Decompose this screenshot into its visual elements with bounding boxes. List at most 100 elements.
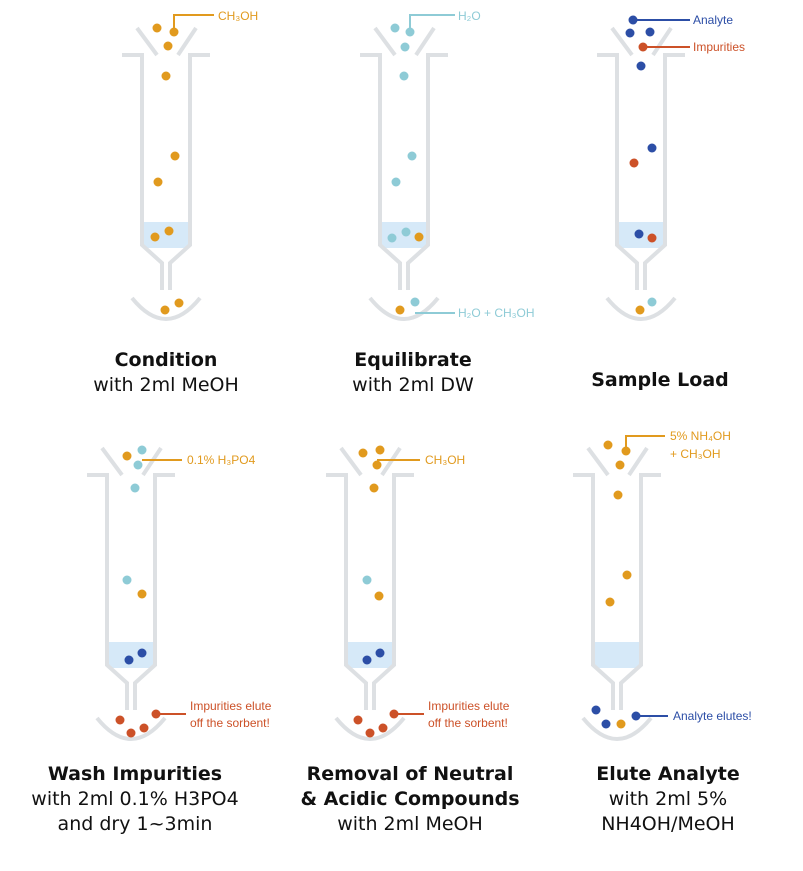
molecule-dot (647, 297, 657, 307)
collection-vessel (368, 296, 440, 321)
molecule-dot (153, 177, 163, 187)
molecule-dot (122, 575, 132, 585)
molecule-dot (387, 233, 397, 243)
molecule-dot (407, 151, 417, 161)
cartridge-tube (87, 473, 175, 710)
molecule-dot (591, 705, 601, 715)
molecule-dot (137, 445, 147, 455)
callout-label: Analyte (693, 13, 733, 27)
funnel (135, 26, 198, 57)
molecule-dot (160, 305, 170, 315)
molecule-dot (374, 591, 384, 601)
molecule-dot (362, 575, 372, 585)
molecule-dot (601, 719, 611, 729)
molecule-dot (164, 226, 174, 236)
leader-line (409, 14, 455, 32)
molecule-dot (375, 445, 385, 455)
molecule-dot (369, 483, 379, 493)
molecule-dot (170, 151, 180, 161)
funnel (586, 446, 649, 477)
molecule-dot (133, 460, 143, 470)
molecule-dot (152, 23, 162, 33)
caption-sample-load: Sample Load (591, 369, 729, 391)
molecule-dot (365, 728, 375, 738)
molecule-dot (362, 655, 372, 665)
leader-line (625, 435, 665, 451)
callout-label: H₂O (458, 9, 481, 23)
cartridge-tube (573, 473, 661, 710)
molecule-dot (399, 71, 409, 81)
molecule-dot (622, 570, 632, 580)
molecule-dot (603, 440, 613, 450)
funnel (100, 446, 163, 477)
callout-label: 5% NH₄OH (670, 429, 731, 443)
callout-label: off the sorbent! (190, 716, 270, 730)
funnel (339, 446, 402, 477)
molecule-dot (625, 28, 635, 38)
molecule-dot (124, 655, 134, 665)
cartridge-tube (360, 53, 448, 290)
molecule-dot (400, 42, 410, 52)
funnel (373, 26, 436, 57)
cartridge-tube (326, 473, 414, 710)
molecule-dot (634, 229, 644, 239)
molecule-dot (378, 723, 388, 733)
molecule-dot (122, 451, 132, 461)
molecule-dot (629, 158, 639, 168)
sorbent-bed (347, 642, 393, 668)
callout-label: CH₃OH (218, 9, 258, 23)
molecule-dot (150, 232, 160, 242)
molecule-dot (126, 728, 136, 738)
molecule-dot (615, 460, 625, 470)
molecule-dot (163, 41, 173, 51)
molecule-dot (401, 227, 411, 237)
cartridge-tube (122, 53, 210, 290)
molecule-dot (139, 723, 149, 733)
callout-label: H₂O + CH₃OH (458, 306, 535, 320)
sorbent-bed (143, 222, 189, 248)
molecule-dot (390, 23, 400, 33)
collection-vessel (130, 296, 202, 321)
callout-label: off the sorbent! (428, 716, 508, 730)
callout-label: 0.1% H₃PO4 (187, 453, 256, 467)
molecule-dot (613, 490, 623, 500)
molecule-dot (635, 305, 645, 315)
molecule-dot (358, 448, 368, 458)
collection-vessel (95, 716, 167, 741)
molecule-dot (174, 298, 184, 308)
molecule-dot (645, 27, 655, 37)
molecule-dot (137, 589, 147, 599)
leader-line (173, 14, 214, 32)
callout-label: Impurities (693, 40, 745, 54)
molecule-dot (414, 232, 424, 242)
molecule-dot (130, 483, 140, 493)
molecule-dot (115, 715, 125, 725)
callout-label: Impurities elute (428, 699, 510, 713)
molecule-dot (616, 719, 626, 729)
collection-vessel (334, 716, 406, 741)
molecule-dot (353, 715, 363, 725)
molecule-dot (161, 71, 171, 81)
funnel (610, 26, 673, 57)
callout-label: Analyte elutes! (673, 709, 752, 723)
molecule-dot (636, 61, 646, 71)
molecule-dot (375, 648, 385, 658)
molecule-dot (605, 597, 615, 607)
cartridge-tube (597, 53, 685, 290)
molecule-dot (137, 648, 147, 658)
molecule-dot (395, 305, 405, 315)
molecule-dot (647, 233, 657, 243)
molecule-dot (372, 460, 382, 470)
callout-label: CH₃OH (425, 453, 465, 467)
molecule-dot (391, 177, 401, 187)
sorbent-bed (108, 642, 154, 668)
molecule-dot (647, 143, 657, 153)
sorbent-bed (594, 642, 640, 668)
